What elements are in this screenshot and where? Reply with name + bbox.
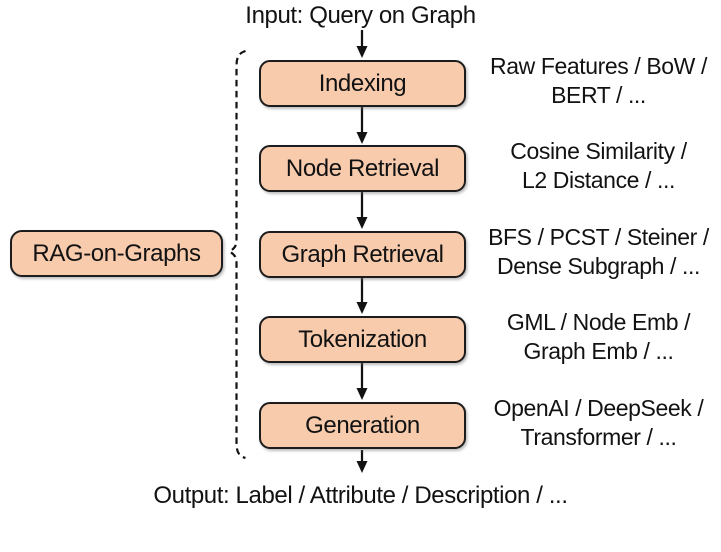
rag-on-graphs-box: RAG-on-Graphs — [10, 230, 223, 277]
output-label: Output: Label / Attribute / Description … — [153, 482, 568, 509]
stage-box-graph-retrieval: Graph Retrieval — [259, 231, 466, 278]
stage-label: Graph Retrieval — [281, 240, 444, 268]
methods-line: Cosine Similarity / — [510, 138, 687, 164]
methods-line: OpenAI / DeepSeek / — [493, 395, 704, 421]
stage-box-tokenization: Tokenization — [259, 316, 466, 363]
methods-indexing: Raw Features / BoW / BERT / ... — [476, 52, 721, 110]
methods-line: L2 Distance / ... — [522, 167, 675, 193]
methods-generation: OpenAI / DeepSeek / Transformer / ... — [476, 394, 721, 452]
stage-label: Indexing — [318, 69, 407, 97]
stage-box-generation: Generation — [259, 402, 466, 449]
stage-label: Tokenization — [298, 325, 427, 353]
stage-label: Node Retrieval — [285, 154, 440, 182]
stage-box-node-retrieval: Node Retrieval — [259, 145, 466, 192]
methods-line: Transformer / ... — [520, 424, 677, 450]
brace-bracket — [227, 49, 246, 460]
methods-line: Dense Subgraph / ... — [497, 253, 700, 279]
rag-on-graphs-label: RAG-on-Graphs — [32, 239, 201, 267]
arrow-graph-retrieval-to-tokenization — [356, 278, 368, 314]
arrow-node-retrieval-to-graph-retrieval — [356, 192, 368, 229]
methods-graph-retrieval: BFS / PCST / Steiner / Dense Subgraph / … — [476, 223, 721, 281]
input-label: Input: Query on Graph — [245, 2, 476, 29]
methods-line: Raw Features / BoW / — [490, 53, 707, 79]
arrow-tokenization-to-generation — [356, 363, 368, 400]
arrow-input-to-indexing — [356, 30, 368, 58]
methods-line: BERT / ... — [551, 82, 646, 108]
methods-node-retrieval: Cosine Similarity / L2 Distance / ... — [476, 137, 721, 195]
arrow-generation-to-output — [356, 450, 368, 473]
methods-line: GML / Node Emb / — [506, 309, 691, 335]
methods-line: Graph Emb / ... — [523, 338, 674, 364]
stage-label: Generation — [305, 411, 420, 439]
stage-box-indexing: Indexing — [259, 60, 466, 107]
methods-tokenization: GML / Node Emb / Graph Emb / ... — [476, 308, 721, 366]
arrow-indexing-to-node-retrieval — [356, 107, 368, 144]
methods-line: BFS / PCST / Steiner / — [488, 224, 709, 250]
